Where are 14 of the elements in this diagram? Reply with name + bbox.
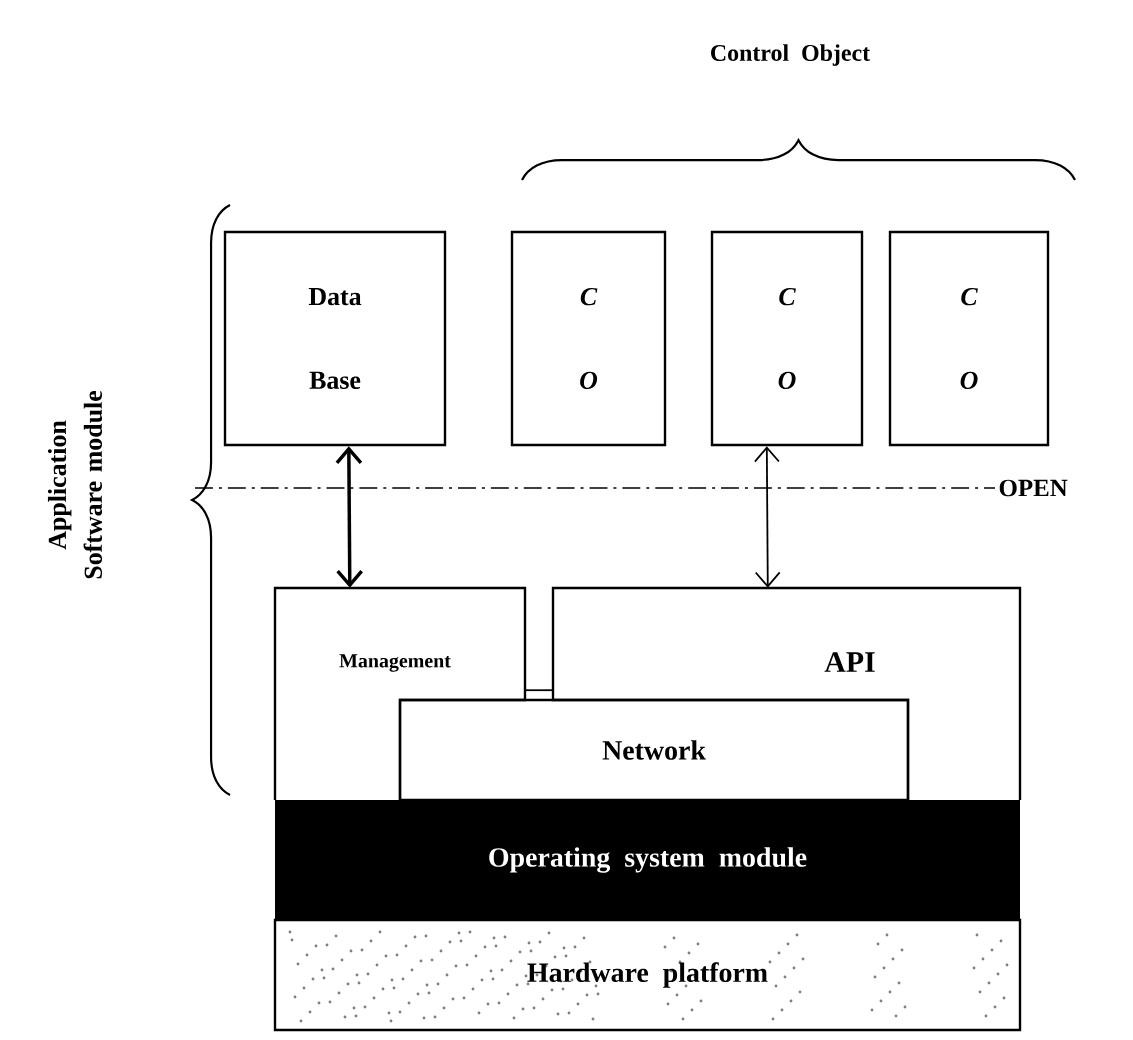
brace-label: Control Object: [711, 44, 870, 66]
module-band: Hardware platform: [273, 918, 1022, 1032]
module-box: C O: [710, 230, 864, 447]
connector: [524, 689, 554, 692]
brace-label: Application Software module: [47, 390, 103, 579]
module-box: Management: [273, 586, 527, 800]
module-box: Data Base: [223, 230, 447, 447]
module-box: Network: [398, 698, 910, 802]
module-band: Operating system module: [275, 800, 1020, 920]
connector: [754, 446, 781, 588]
module-box: C O: [510, 230, 667, 447]
module-box: C O: [888, 230, 1050, 447]
line-label: OPEN: [999, 479, 1068, 497]
connector: [335, 446, 364, 588]
